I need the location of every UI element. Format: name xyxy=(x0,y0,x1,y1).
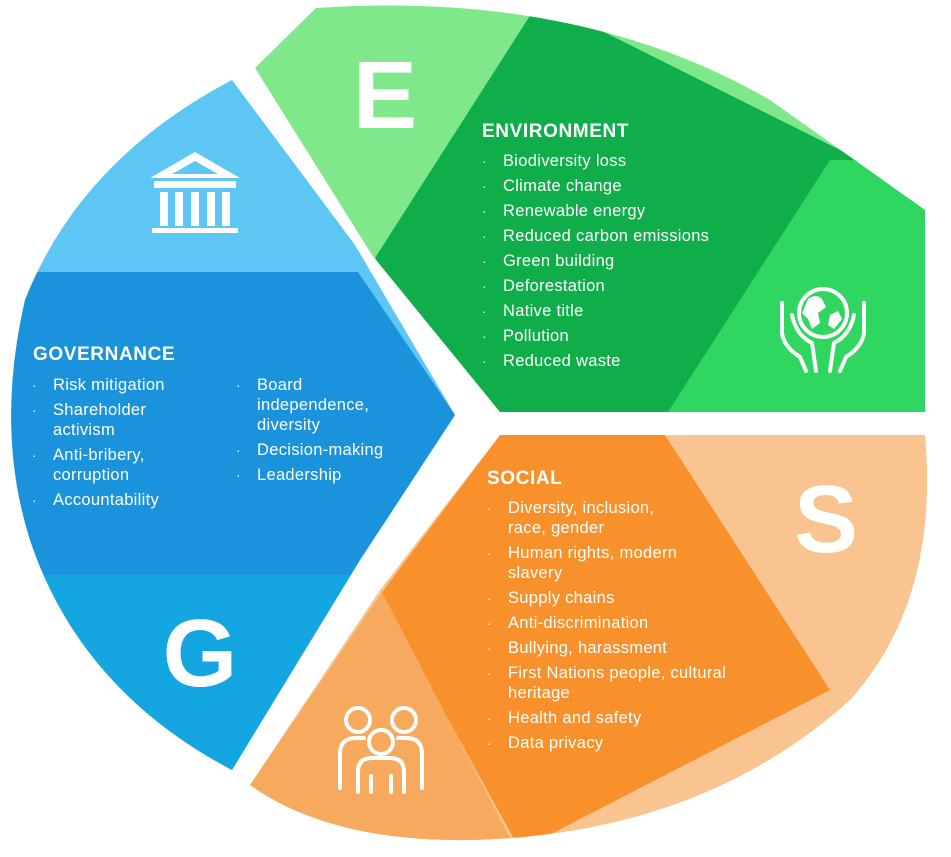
social-bullet: · xyxy=(487,665,492,681)
environment-bullet: · xyxy=(482,253,487,269)
environment-bullet: · xyxy=(482,353,487,369)
social-item: slavery xyxy=(508,564,563,582)
governance-main-band xyxy=(11,272,455,575)
social-letter: S xyxy=(794,466,858,573)
governance-item: Leadership xyxy=(257,466,342,484)
governance-item: Decision-making xyxy=(257,441,383,459)
governance-item: Accountability xyxy=(53,491,159,509)
social-main-band xyxy=(380,435,830,841)
social-item: Bullying, harassment xyxy=(508,639,667,657)
governance-letter: G xyxy=(163,600,238,707)
environment-item: Native title xyxy=(503,302,584,320)
environment-bullet: · xyxy=(482,278,487,294)
governance-item: corruption xyxy=(53,466,129,484)
environment-bullet: · xyxy=(482,178,487,194)
environment-item: Biodiversity loss xyxy=(503,152,626,170)
social-item: heritage xyxy=(508,684,570,702)
environment-heading: ENVIRONMENT xyxy=(482,121,629,142)
social-bullet: · xyxy=(487,640,492,656)
environment-bullet: · xyxy=(482,203,487,219)
social-item: Data privacy xyxy=(508,734,604,752)
social-bullet: · xyxy=(487,500,492,516)
environment-item: Reduced waste xyxy=(503,352,621,370)
governance-list-left: · Risk mitigation · Shareholder activism · Ant… xyxy=(32,376,165,509)
governance-item: Anti-bribery, xyxy=(53,446,145,464)
government-building-icon xyxy=(150,152,240,233)
social-bullet: · xyxy=(487,735,492,751)
social-item: First Nations people, cultural xyxy=(508,664,726,682)
social-item: Supply chains xyxy=(508,589,615,607)
environment-item: Pollution xyxy=(503,327,569,345)
social-item: Anti-discrimination xyxy=(508,614,649,632)
governance-heading: GOVERNANCE xyxy=(33,344,175,365)
governance-item: independence, xyxy=(257,396,369,414)
people-group-icon xyxy=(338,706,424,794)
governance-bullet: · xyxy=(236,442,241,458)
governance-item: Board xyxy=(257,376,303,394)
social-list: · Diversity, inclusion, race, gender · Human… xyxy=(487,499,726,752)
social-item: Human rights, modern xyxy=(508,544,677,562)
environment-bullet: · xyxy=(482,328,487,344)
governance-item: diversity xyxy=(257,416,321,434)
social-heading: SOCIAL xyxy=(487,468,562,489)
hands-holding-globe-icon xyxy=(780,287,866,373)
environment-item: Reduced carbon emissions xyxy=(503,227,709,245)
governance-item: activism xyxy=(53,421,115,439)
social-item: Health and safety xyxy=(508,709,642,727)
social-item: Diversity, inclusion, xyxy=(508,499,654,517)
environment-item: Deforestation xyxy=(503,277,605,295)
environment-letter: E xyxy=(353,42,417,149)
environment-bullet: · xyxy=(482,228,487,244)
environment-item: Green building xyxy=(503,252,615,270)
social-bullet: · xyxy=(487,615,492,631)
governance-item: Risk mitigation xyxy=(53,376,165,394)
environment-bullet: · xyxy=(482,303,487,319)
governance-bullet: · xyxy=(32,447,37,463)
social-pale-band xyxy=(250,592,520,841)
governance-bullet: · xyxy=(32,377,37,393)
governance-bullet: · xyxy=(236,377,241,393)
environment-list: · Biodiversity loss · Climate change · Renewa… xyxy=(482,152,709,370)
social-bullet: · xyxy=(487,590,492,606)
environment-bullet: · xyxy=(482,153,487,169)
governance-bullet: · xyxy=(236,467,241,483)
environment-bright-band xyxy=(668,160,925,412)
social-item: race, gender xyxy=(508,519,604,537)
social-bullet: · xyxy=(487,545,492,561)
environment-item: Climate change xyxy=(503,177,622,195)
governance-bullet: · xyxy=(32,492,37,508)
social-bullet: · xyxy=(487,710,492,726)
environment-item: Renewable energy xyxy=(503,202,646,220)
governance-bullet: · xyxy=(32,402,37,418)
governance-item: Shareholder xyxy=(53,401,146,419)
governance-list-right: · Board independence, diversity · Decision-ma… xyxy=(236,376,383,484)
